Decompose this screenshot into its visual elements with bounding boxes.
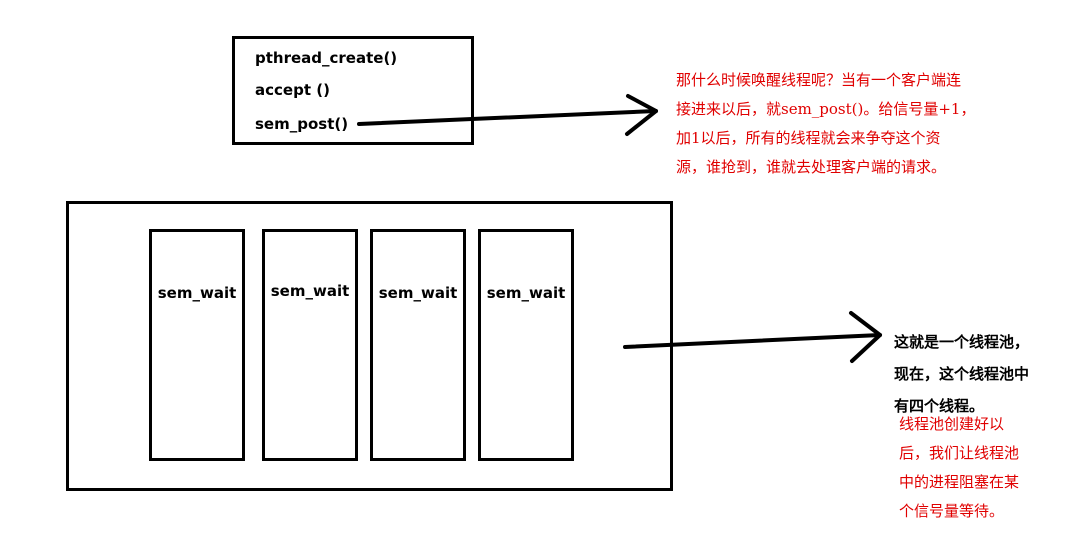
pool-note-line-1: 这就是一个线程池， (894, 333, 1030, 351)
wake-note-line-2: 接进来以后，就sem_post()。给信号量+1， (676, 100, 976, 118)
wake-threads-note: 那什么时候唤醒线程呢？当有一个客户端连 接进来以后，就sem_post()。给信… (676, 66, 975, 182)
block-wait-note: 线程池创建好以 后，我们让线程池 中的进程阻塞在某 个信号量等待。 (899, 410, 1019, 526)
thread-label-4: sem_wait (486, 284, 566, 302)
block-note-line-3: 中的进程阻塞在某 (899, 473, 1020, 491)
thread-box-3: sem_wait (370, 229, 466, 461)
thread-label-3: sem_wait (378, 284, 458, 302)
accept-call: accept () (255, 81, 330, 99)
wake-note-line-4: 源，谁抢到，谁就去处理客户端的请求。 (676, 158, 947, 176)
thread-label-1: sem_wait (157, 284, 237, 302)
thread-pool-box: sem_wait sem_wait sem_wait sem_wait (66, 201, 673, 491)
wake-note-line-3: 加1以后，所有的线程就会来争夺这个资 (676, 129, 941, 147)
sem-post-call: sem_post() (255, 115, 349, 133)
block-note-line-2: 后，我们让线程池 (899, 444, 1020, 462)
thread-pool-note: 这就是一个线程池， 现在，这个线程池中 有四个线程。 (894, 326, 1029, 422)
block-note-line-1: 线程池创建好以 (899, 415, 1005, 433)
thread-box-4: sem_wait (478, 229, 574, 461)
pool-note-line-3: 有四个线程。 (894, 397, 985, 415)
thread-box-2: sem_wait (262, 229, 358, 461)
pool-note-line-2: 现在，这个线程池中 (894, 365, 1030, 383)
pthread-create-call: pthread_create() (255, 49, 398, 67)
thread-box-1: sem_wait (149, 229, 245, 461)
block-note-line-4: 个信号量等待。 (899, 502, 1005, 520)
sem-post-box: pthread_create() accept () sem_post() (232, 36, 474, 145)
thread-label-2: sem_wait (270, 282, 350, 300)
wake-note-line-1: 那什么时候唤醒线程呢？当有一个客户端连 (676, 71, 962, 89)
